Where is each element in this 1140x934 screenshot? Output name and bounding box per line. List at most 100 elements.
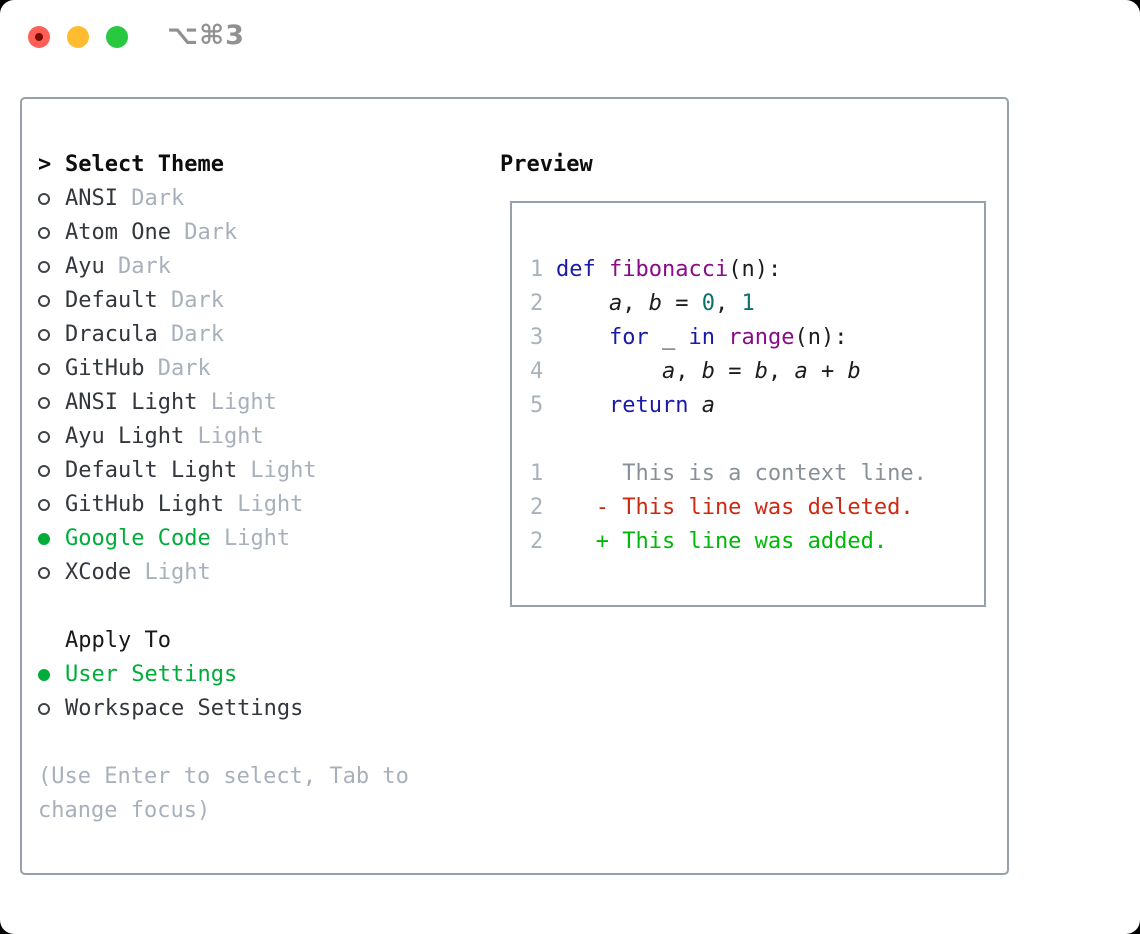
code-token-pl: = xyxy=(661,291,702,316)
code-token-add: + This line was added. xyxy=(556,529,888,554)
theme-variant: Dark xyxy=(157,322,224,347)
code-token-var: b xyxy=(701,359,715,384)
title-bar: ⌥⌘3 xyxy=(0,0,1140,74)
theme-name: Default Light xyxy=(65,458,238,483)
code-token-pl xyxy=(556,393,609,418)
minimize-button[interactable] xyxy=(67,26,89,48)
select-theme-title: Select Theme xyxy=(65,152,224,177)
theme-variant: Dark xyxy=(170,220,238,245)
code-token-pl xyxy=(688,393,701,418)
line-number: 2 xyxy=(530,495,544,520)
theme-variant: Dark xyxy=(144,356,211,381)
code-token-var: b xyxy=(648,291,662,316)
theme-name: Atom One xyxy=(65,220,171,245)
theme-variant: Dark xyxy=(157,288,224,313)
help-text-line: change focus) xyxy=(38,798,211,823)
apply-to-option[interactable]: Workspace Settings xyxy=(38,692,409,726)
apply-to-option[interactable]: User Settings xyxy=(38,658,409,692)
line-number: 2 xyxy=(530,529,544,554)
code-token-fn: range xyxy=(728,325,795,350)
theme-option[interactable]: Dracula Dark xyxy=(38,318,409,352)
code-token-pl xyxy=(715,325,728,350)
help-text-line: (Use Enter to select, Tab to xyxy=(38,764,409,789)
code-token-pl: _ xyxy=(648,325,689,350)
code-token-var: b xyxy=(754,359,768,384)
radio-unselected-icon xyxy=(38,227,50,239)
code-token-ctx: This is a context line. xyxy=(556,461,927,486)
theme-variant: Light xyxy=(131,560,211,585)
radio-unselected-icon xyxy=(38,499,50,511)
code-token-lit: 1 xyxy=(741,291,755,316)
code-token-pl: , xyxy=(622,291,649,316)
theme-variant: Light xyxy=(184,424,264,449)
preview-line: 2 + This line was added. xyxy=(530,525,927,559)
radio-selected-icon xyxy=(38,669,50,681)
theme-name: ANSI xyxy=(65,186,118,211)
code-token-fn: fibonacci xyxy=(609,257,729,282)
preview-line: 2 - This line was deleted. xyxy=(530,491,927,525)
select-theme-header: > Select Theme xyxy=(38,148,409,182)
code-token-pl: + xyxy=(807,359,848,384)
code-token-kw: return xyxy=(608,393,689,418)
theme-option[interactable]: GitHub Light Light xyxy=(38,488,409,522)
theme-option[interactable]: ANSI Light Light xyxy=(38,386,409,420)
theme-variant: Light xyxy=(223,492,304,517)
preview-line: 1 This is a context line. xyxy=(530,457,927,491)
radio-unselected-icon xyxy=(38,397,50,409)
theme-variant: Light xyxy=(210,526,291,551)
code-token-pl: = xyxy=(714,359,755,384)
radio-unselected-icon xyxy=(38,567,50,579)
theme-name: Google Code xyxy=(65,526,211,551)
code-token-lit: 0 xyxy=(701,291,715,316)
theme-variant: Dark xyxy=(104,254,171,279)
theme-name: Ayu xyxy=(65,254,105,279)
code-token-pl: (n): xyxy=(728,257,782,282)
apply-to-option-label: User Settings xyxy=(65,662,238,687)
apply-to-title: Apply To xyxy=(65,628,171,653)
theme-name: GitHub Light xyxy=(65,492,224,517)
line-number: 1 xyxy=(530,461,544,486)
zoom-button[interactable] xyxy=(106,26,128,48)
code-token-pl: (n): xyxy=(794,325,848,350)
radio-unselected-icon xyxy=(38,329,50,341)
line-number: 5 xyxy=(530,393,544,418)
theme-variant: Dark xyxy=(117,186,185,211)
theme-option[interactable]: Atom One Dark xyxy=(38,216,409,250)
theme-option[interactable]: Default Dark xyxy=(38,284,409,318)
code-token-var: a xyxy=(608,291,623,316)
code-token-kw: for xyxy=(608,325,649,350)
theme-option[interactable]: ANSI Dark xyxy=(38,182,409,216)
window-title: ⌥⌘3 xyxy=(167,20,245,51)
theme-option[interactable]: Ayu Light Light xyxy=(38,420,409,454)
theme-name: Ayu Light xyxy=(65,424,185,449)
theme-name: XCode xyxy=(65,560,132,585)
close-button[interactable] xyxy=(28,26,50,48)
theme-variant: Light xyxy=(197,390,277,415)
theme-option[interactable]: Default Light Light xyxy=(38,454,409,488)
theme-option[interactable]: Google Code Light xyxy=(38,522,409,556)
line-number: 1 xyxy=(530,257,544,282)
theme-option[interactable]: XCode Light xyxy=(38,556,409,590)
theme-name: Default xyxy=(65,288,158,313)
code-token-pl xyxy=(596,257,609,282)
preview-line xyxy=(530,423,927,457)
code-token-var: a xyxy=(661,359,676,384)
theme-option[interactable]: GitHub Dark xyxy=(38,352,409,386)
focus-caret-icon: > xyxy=(38,152,52,177)
code-token-pl: , xyxy=(767,359,795,384)
theme-option[interactable]: Ayu Dark xyxy=(38,250,409,284)
line-number: 4 xyxy=(530,359,544,384)
radio-unselected-icon xyxy=(38,193,50,205)
theme-name: Dracula xyxy=(65,322,158,347)
radio-unselected-icon xyxy=(38,703,50,715)
preview-title: Preview xyxy=(500,152,593,177)
code-token-kw: in xyxy=(688,325,715,350)
line-number: 3 xyxy=(530,325,544,350)
radio-unselected-icon xyxy=(38,363,50,375)
